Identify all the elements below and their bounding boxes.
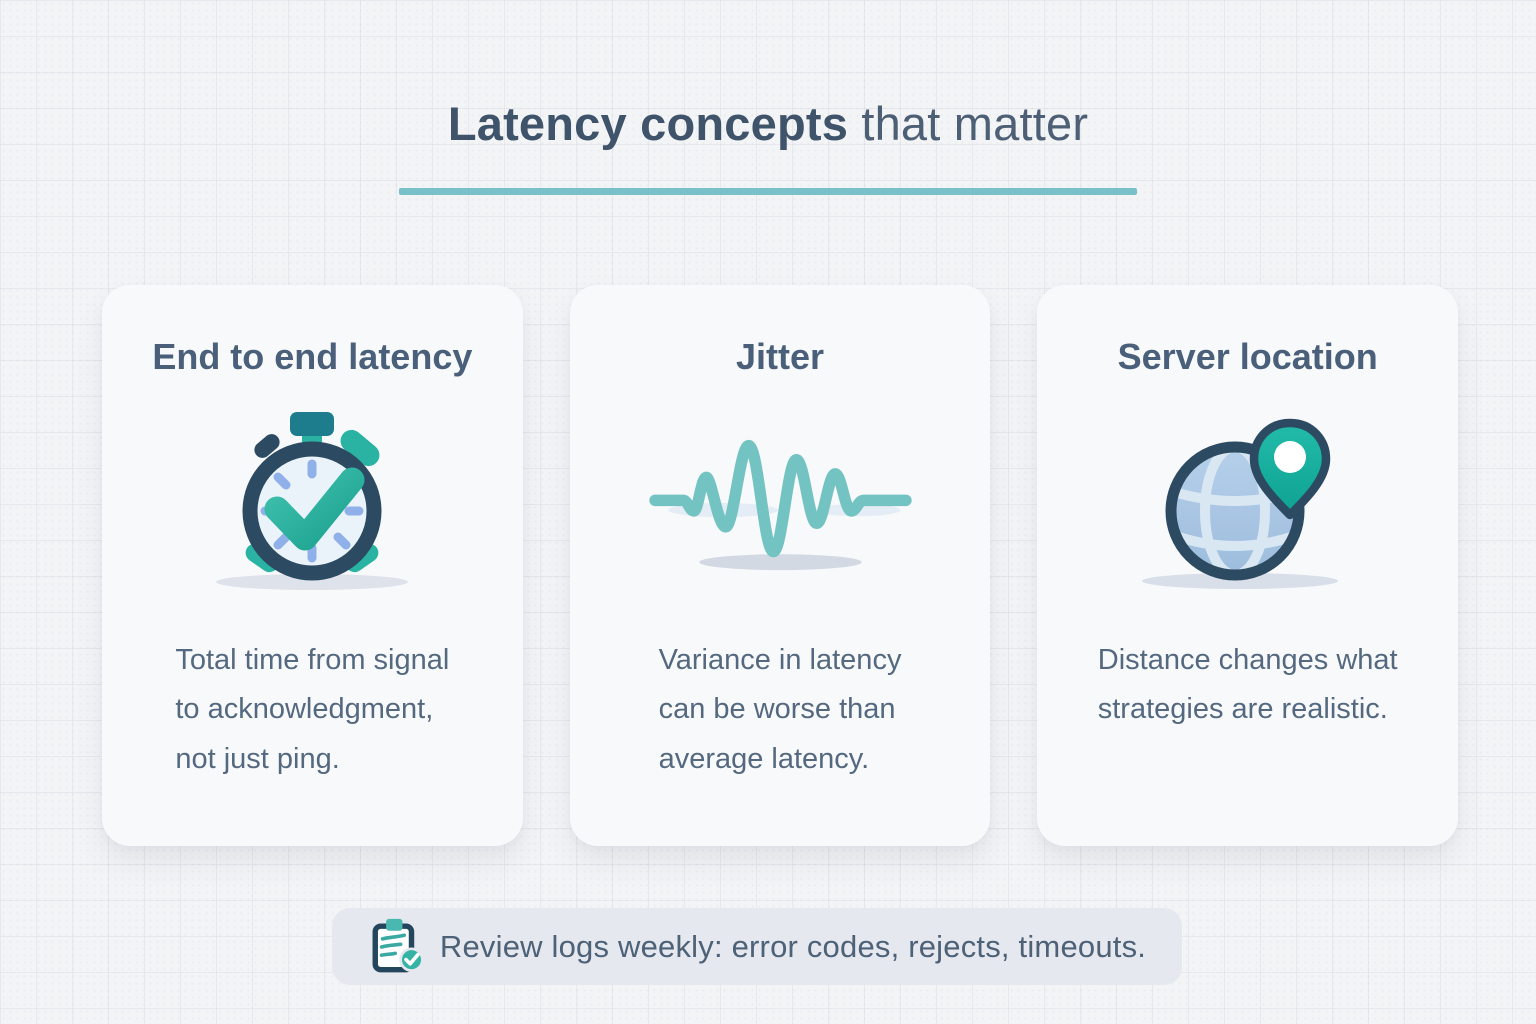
footer-text: Review logs weekly: error codes, rejects… [439, 928, 1147, 964]
page-title-rest: that matter [848, 97, 1089, 150]
concept-cards: End to end latency [102, 285, 1459, 846]
title-divider [399, 188, 1137, 196]
card-server-location: Server location [1037, 285, 1459, 846]
card-body: Distance changes what strategies are rea… [1037, 636, 1458, 736]
jitter-waveform-icon [648, 401, 913, 606]
card-title: Jitter [735, 336, 825, 377]
card-body: Total time from signal to acknowledgment… [102, 636, 523, 786]
checklist-clipboard-icon [368, 916, 426, 978]
globe-location-pin-icon [1140, 401, 1355, 606]
page-title-emphasis: Latency concepts [447, 97, 849, 150]
card-title: End to end latency [152, 336, 473, 377]
card-body: Variance in latency can be worse than av… [570, 636, 991, 786]
stopwatch-check-icon [207, 401, 417, 606]
card-body-text: Distance changes what strategies are rea… [1097, 643, 1398, 726]
footer-note: Review logs weekly: error codes, rejects… [332, 908, 1182, 985]
card-title: Server location [1117, 336, 1378, 377]
card-body-text: Variance in latency can be worse than av… [658, 643, 902, 776]
header: Latency concepts that matter [0, 0, 1536, 196]
card-end-to-end-latency: End to end latency [102, 285, 523, 846]
card-jitter: Jitter Variance in latency can be worse … [569, 285, 991, 846]
card-body-text: Total time from signal to acknowledgment… [175, 643, 450, 776]
page-title: Latency concepts that matter [0, 96, 1536, 152]
